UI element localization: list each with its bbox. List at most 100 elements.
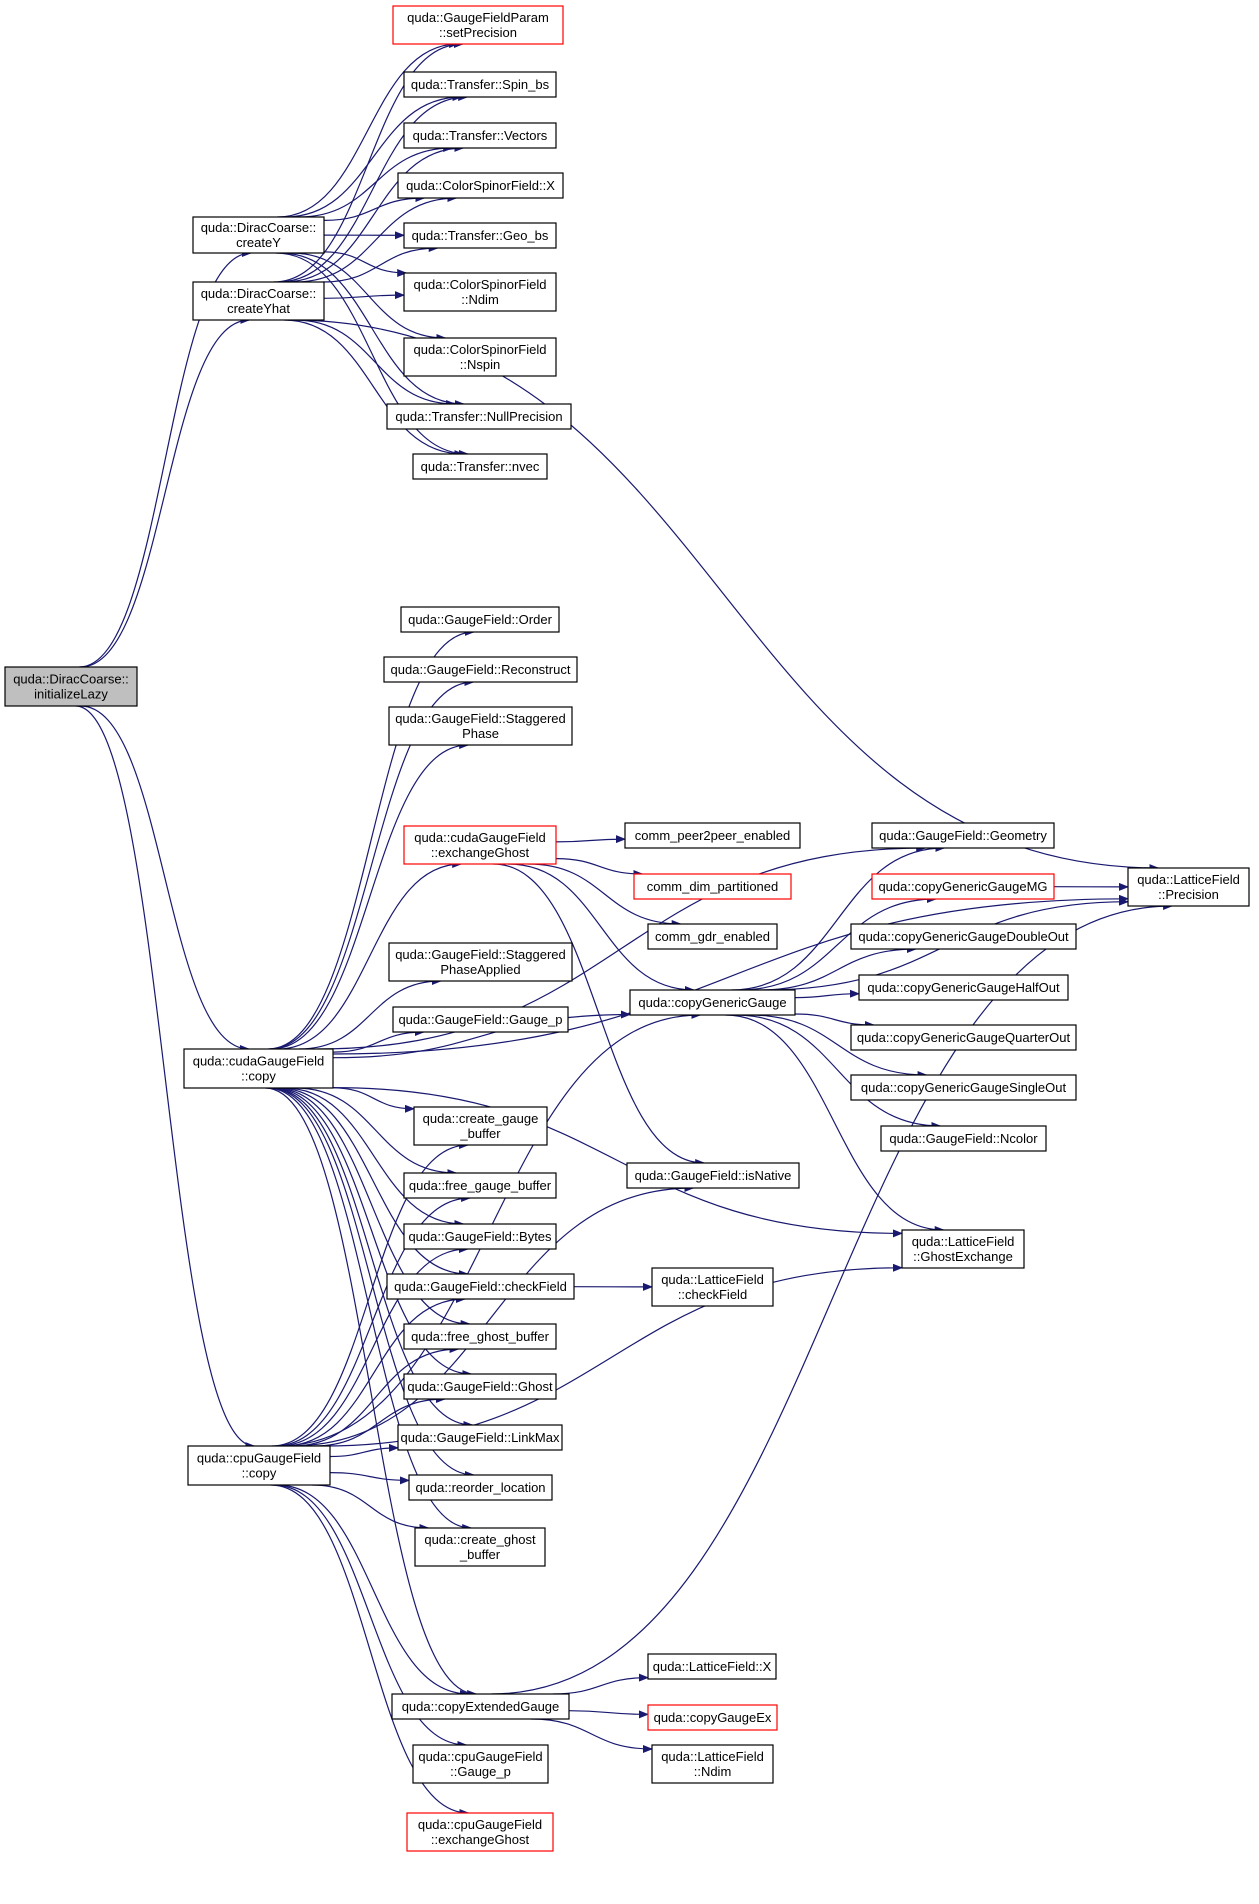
node-CSF_Ndim[interactable]: quda::ColorSpinorField::Ndim bbox=[403, 272, 557, 312]
node-label: quda::copyGenericGaugeMG bbox=[878, 879, 1047, 894]
node-label: quda::free_ghost_buffer bbox=[411, 1329, 549, 1344]
node-label: quda::copyGenericGaugeQuarterOut bbox=[857, 1030, 1071, 1045]
node-cpu_Gauge_p[interactable]: quda::cpuGaugeField::Gauge_p bbox=[412, 1744, 549, 1784]
node-copyGenericGaugeHalfOut[interactable]: quda::copyGenericGaugeHalfOut bbox=[858, 974, 1069, 1001]
node-label: quda::GaugeFieldParam bbox=[407, 10, 549, 25]
node-LF_Precision[interactable]: quda::LatticeField::Precision bbox=[1127, 867, 1250, 907]
node-CSF_X[interactable]: quda::ColorSpinorField::X bbox=[397, 172, 564, 199]
node-GF_Ncolor[interactable]: quda::GaugeField::Ncolor bbox=[880, 1125, 1047, 1152]
node-reorder_location[interactable]: quda::reorder_location bbox=[408, 1474, 553, 1501]
node-label: quda::GaugeField::isNative bbox=[635, 1168, 792, 1183]
node-copyGenericGaugeQuarterOut[interactable]: quda::copyGenericGaugeQuarterOut bbox=[850, 1024, 1077, 1051]
node-label: quda::copyGenericGaugeDoubleOut bbox=[858, 929, 1069, 944]
node-label: ::setPrecision bbox=[439, 25, 517, 40]
node-GF_Geometry[interactable]: quda::GaugeField::Geometry bbox=[871, 822, 1055, 849]
edge-cpu_copy-to-reorder_location bbox=[329, 1472, 410, 1485]
node-free_ghost_buffer[interactable]: quda::free_ghost_buffer bbox=[403, 1323, 557, 1350]
node-label: PhaseApplied bbox=[440, 962, 520, 977]
node-box bbox=[647, 1704, 778, 1731]
node-copyGenericGaugeDoubleOut[interactable]: quda::copyGenericGaugeDoubleOut bbox=[850, 923, 1077, 950]
node-cpu_copy[interactable]: quda::cpuGaugeField::copy bbox=[187, 1445, 331, 1486]
node-createY[interactable]: quda::DiracCoarse::createY bbox=[192, 216, 325, 254]
edge-copyGenericGauge-to-copyGenericGaugeDoubleOut bbox=[759, 945, 917, 991]
node-copyGenericGauge[interactable]: quda::copyGenericGauge bbox=[629, 989, 796, 1016]
node-label: ::Ndim bbox=[461, 292, 499, 307]
node-free_gauge_buffer[interactable]: quda::free_gauge_buffer bbox=[403, 1172, 557, 1199]
node-label: ::copy bbox=[242, 1466, 277, 1481]
node-Geo_bs[interactable]: quda::Transfer::Geo_bs bbox=[403, 222, 557, 249]
node-CSF_Nspin[interactable]: quda::ColorSpinorField::Nspin bbox=[403, 337, 557, 377]
edge-cuda_copy-to-free_gauge_buffer bbox=[295, 1087, 458, 1177]
node-GF_isNative[interactable]: quda::GaugeField::isNative bbox=[626, 1162, 800, 1189]
node-label: quda::DiracCoarse:: bbox=[201, 286, 317, 301]
node-Vectors[interactable]: quda::Transfer::Vectors bbox=[403, 122, 557, 149]
node-setPrecision[interactable]: quda::GaugeFieldParam::setPrecision bbox=[392, 5, 564, 45]
node-create_gauge_buffer[interactable]: quda::create_gauge_buffer bbox=[413, 1106, 548, 1146]
node-GF_Bytes[interactable]: quda::GaugeField::Bytes bbox=[403, 1223, 557, 1250]
node-GF_Gauge_p[interactable]: quda::GaugeField::Gauge_p bbox=[392, 1006, 569, 1033]
node-comm_dim_partitioned[interactable]: comm_dim_partitioned bbox=[633, 873, 792, 900]
node-copyExtendedGauge[interactable]: quda::copyExtendedGauge bbox=[391, 1693, 570, 1720]
node-label: quda::GaugeField::Staggered bbox=[395, 711, 566, 726]
node-box bbox=[397, 1424, 563, 1451]
node-GF_Reconstruct[interactable]: quda::GaugeField::Reconstruct bbox=[383, 656, 578, 683]
node-box bbox=[414, 1527, 546, 1567]
edge-cuda_copy-to-free_ghost_buffer bbox=[274, 1087, 471, 1328]
node-cuda_exchangeGhost[interactable]: quda::cudaGaugeField::exchangeGhost bbox=[403, 825, 557, 865]
node-label: quda::Transfer::Vectors bbox=[413, 128, 548, 143]
edge-cuda_copy-to-create_ghost_buffer bbox=[267, 1087, 473, 1532]
edge-cpu_copy-to-create_ghost_buffer bbox=[311, 1484, 430, 1532]
edge-createY-to-setPrecision bbox=[277, 40, 460, 218]
edge-copyExtendedGauge-to-LF_Ndim bbox=[530, 1718, 653, 1753]
node-create_ghost_buffer[interactable]: quda::create_ghost_buffer bbox=[414, 1527, 546, 1567]
node-box bbox=[403, 222, 557, 249]
node-box bbox=[629, 989, 796, 1016]
node-LF_checkField[interactable]: quda::LatticeField::checkField bbox=[651, 1267, 774, 1307]
node-LF_X[interactable]: quda::LatticeField::X bbox=[647, 1653, 777, 1680]
node-box bbox=[850, 1024, 1077, 1051]
node-copyGaugeEx[interactable]: quda::copyGaugeEx bbox=[647, 1704, 778, 1731]
node-box bbox=[192, 281, 325, 321]
node-copyGenericGaugeSingleOut[interactable]: quda::copyGenericGaugeSingleOut bbox=[850, 1074, 1077, 1101]
node-GF_Order[interactable]: quda::GaugeField::Order bbox=[400, 606, 560, 633]
edge-copyExtendedGauge-to-copyGaugeEx bbox=[568, 1710, 649, 1719]
node-comm_peer2peer_enabled[interactable]: comm_peer2peer_enabled bbox=[624, 822, 801, 849]
node-label: quda::create_ghost bbox=[424, 1532, 536, 1547]
node-GF_checkField[interactable]: quda::GaugeField::checkField bbox=[386, 1273, 575, 1300]
node-box bbox=[386, 403, 572, 430]
node-label: quda::Transfer::NullPrecision bbox=[395, 409, 562, 424]
node-box bbox=[633, 873, 792, 900]
node-label: quda::LatticeField bbox=[661, 1272, 764, 1287]
node-label: quda::ColorSpinorField bbox=[414, 277, 547, 292]
node-box bbox=[871, 873, 1055, 900]
node-box bbox=[412, 1744, 549, 1784]
edge-cuda_copy-to-create_gauge_buffer bbox=[332, 1087, 415, 1113]
node-label: quda::GaugeField::Ncolor bbox=[889, 1131, 1038, 1146]
edge-createY-to-NullPrecision bbox=[280, 252, 465, 408]
node-cuda_copy[interactable]: quda::cudaGaugeField::copy bbox=[183, 1048, 334, 1089]
node-LF_GhostExchange[interactable]: quda::LatticeField::GhostExchange bbox=[901, 1229, 1025, 1269]
node-label: ::copy bbox=[241, 1069, 276, 1084]
edge-copyGenericGauge-to-copyGenericGaugeMG bbox=[739, 895, 937, 991]
node-box bbox=[386, 1273, 575, 1300]
node-GF_LinkMax[interactable]: quda::GaugeField::LinkMax bbox=[397, 1424, 563, 1451]
node-initializeLazy[interactable]: quda::DiracCoarse::initializeLazy bbox=[4, 666, 138, 707]
edge-cpu_copy-to-GF_Bytes bbox=[277, 1245, 469, 1447]
edge-copyGenericGauge-to-copyGenericGaugeQuarterOut bbox=[794, 1013, 875, 1029]
edge-cuda_copy-to-LF_GhostExchange bbox=[332, 1087, 903, 1238]
node-GF_Ghost[interactable]: quda::GaugeField::Ghost bbox=[403, 1373, 557, 1400]
node-copyGenericGaugeMG[interactable]: quda::copyGenericGaugeMG bbox=[871, 873, 1055, 900]
node-NullPrecision[interactable]: quda::Transfer::NullPrecision bbox=[386, 403, 572, 430]
node-cpu_exchangeGhost[interactable]: quda::cpuGaugeField::exchangeGhost bbox=[406, 1812, 554, 1852]
node-Spin_bs[interactable]: quda::Transfer::Spin_bs bbox=[403, 71, 557, 98]
node-label: comm_dim_partitioned bbox=[647, 879, 779, 894]
node-createYhat[interactable]: quda::DiracCoarse::createYhat bbox=[192, 281, 325, 321]
node-nvec[interactable]: quda::Transfer::nvec bbox=[412, 453, 548, 480]
node-comm_gdr_enabled[interactable]: comm_gdr_enabled bbox=[647, 923, 778, 950]
node-box bbox=[412, 453, 548, 480]
node-LF_Ndim[interactable]: quda::LatticeField::Ndim bbox=[651, 1744, 774, 1784]
node-label: quda::LatticeField bbox=[1137, 872, 1240, 887]
node-label: quda::GaugeField::Bytes bbox=[408, 1229, 552, 1244]
